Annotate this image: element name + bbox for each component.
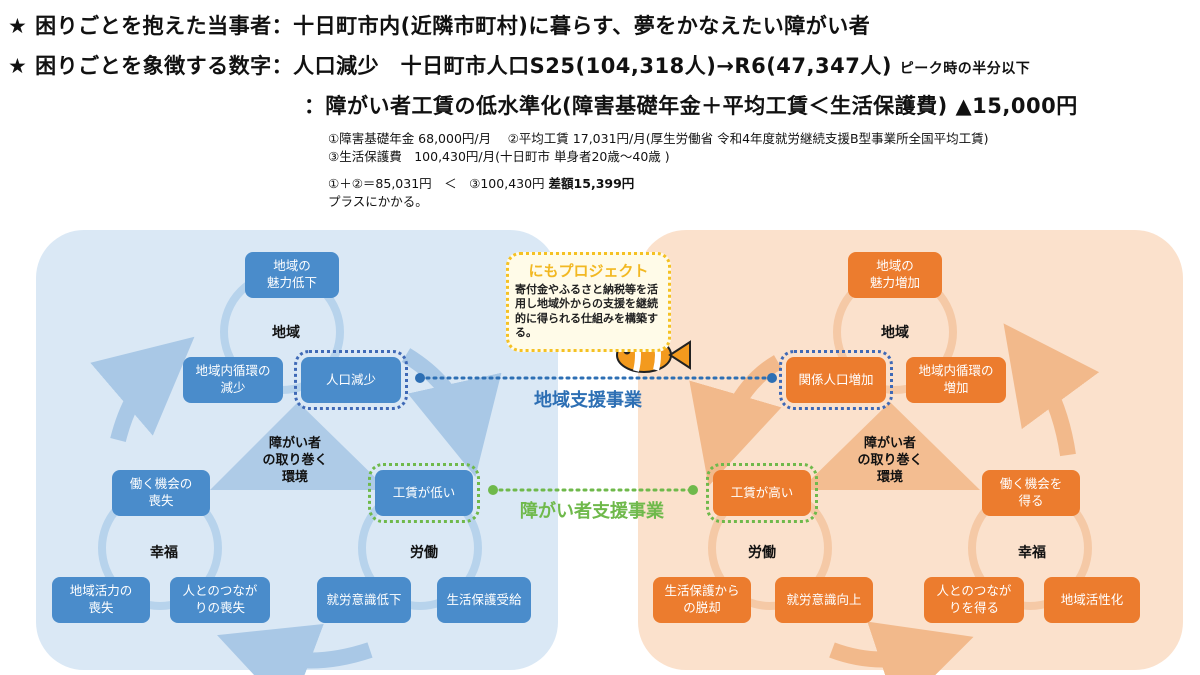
header-line-1: ★ 困りごとを抱えた当事者：十日町市内(近隣市町村)に暮らす、夢をかなえたい障が… <box>8 10 870 40</box>
note-2: ③生活保護費 100,430円/月(十日町市 単身者20歳～40歳 ) <box>328 149 670 164</box>
left-box-region-appeal-decline: 地域の 魅力低下 <box>245 252 339 298</box>
right-box-high-wage: 工賃が高い <box>706 463 818 523</box>
disability-support-label: 障がい者支援事業 <box>520 501 664 522</box>
right-box-region-revitalization: 地域活性化 <box>1044 577 1140 623</box>
right-arrow-down-left <box>689 355 783 487</box>
right-center-environment: 障がい者 の取り巻く 環境 <box>857 436 923 485</box>
right-label-happiness: 幸福 <box>1018 545 1046 561</box>
right-box-work-motivation-increase: 就労意識向上 <box>775 577 873 623</box>
right-arrow-up-right <box>1003 323 1100 457</box>
nimo-project-callout: にもプロジェクト 寄付金やふるさと納税等を活用し地域外からの支援を継続的に得られ… <box>506 252 671 352</box>
left-box-circulation-decrease: 地域内循環の 減少 <box>183 357 283 403</box>
region-support-dot-left <box>415 373 425 383</box>
right-box-work-opportunity-gain: 働く機会を 得る <box>982 470 1080 516</box>
left-box-population-decline: 人口減少 <box>294 350 408 410</box>
left-label-happiness: 幸福 <box>150 545 178 561</box>
header-line-1-text: 十日町市内(近隣市町村)に暮らす、夢をかなえたい障がい者 <box>293 14 871 38</box>
right-box-region-appeal-increase: 地域の 魅力増加 <box>848 252 942 298</box>
note-3-formula: ①＋②＝85,031円 ＜ ③100,430円 <box>328 176 545 191</box>
header-line-2-text: 人口減少 十日町市人口S25(104,318人)→R6(47,347人) <box>293 54 892 78</box>
left-label-region: 地域 <box>272 325 300 341</box>
nimo-title: にもプロジェクト <box>528 262 649 280</box>
note-1: ①障害基礎年金 68,000円/月 ②平均工賃 17,031円/月(厚生労働省 … <box>328 131 989 146</box>
left-arrow-bottom <box>217 623 373 675</box>
header-line-2-suffix: ピーク時の半分以下 <box>899 61 1031 77</box>
disability-support-dot-right <box>688 485 698 495</box>
left-triangle <box>210 402 388 490</box>
header-line-2: ★ 困りごとを象徴する数字：人口減少 十日町市人口S25(104,318人)→R… <box>8 50 1030 80</box>
left-arrow-up-left <box>90 336 195 443</box>
left-label-labor: 労働 <box>410 545 438 561</box>
right-triangle <box>800 402 980 490</box>
left-box-work-motivation-decline: 就労意識低下 <box>317 577 411 623</box>
header-line-2-label: ★ 困りごとを象徴する数字： <box>8 54 294 78</box>
right-box-connection-gain: 人とのつなが りを得る <box>924 577 1024 623</box>
right-box-related-population-increase: 関係人口増加 <box>779 350 893 410</box>
header-line-3: ：障がい者工賃の低水準化(障害基礎年金＋平均工賃＜生活保護費) ▲15,000円 <box>304 94 1078 118</box>
region-support-label: 地域支援事業 <box>534 390 642 411</box>
left-box-welfare-receipt: 生活保護受給 <box>437 577 531 623</box>
disability-support-dot-left <box>488 485 498 495</box>
left-box-low-wage: 工賃が低い <box>368 463 480 523</box>
right-label-region: 地域 <box>881 325 909 341</box>
right-box-welfare-exit: 生活保護から の脱却 <box>653 577 751 623</box>
region-support-dot-right <box>767 373 777 383</box>
left-center-environment: 障がい者 の取り巻く 環境 <box>262 436 328 485</box>
right-arrow-bottom <box>829 621 974 675</box>
header-line-1-label: ★ 困りごとを抱えた当事者： <box>8 14 294 38</box>
note-3: ①＋②＝85,031円 ＜ ③100,430円 差額15,399円 <box>328 173 634 192</box>
right-box-circulation-increase: 地域内循環の 増加 <box>906 357 1006 403</box>
left-box-vitality-loss: 地域活力の 喪失 <box>52 577 150 623</box>
note-3-diff: 差額15,399円 <box>548 176 635 191</box>
nimo-description: 寄付金やふるさと納税等を活用し地域外からの支援を継続的に得られる仕組みを構築する… <box>515 283 658 339</box>
left-box-work-opportunity-loss: 働く機会の 喪失 <box>112 470 210 516</box>
right-label-labor: 労働 <box>748 545 776 561</box>
left-box-connection-loss: 人とのつなが りの喪失 <box>170 577 270 623</box>
note-4: プラスにかかる。 <box>328 194 428 209</box>
left-arrow-down-right <box>401 348 502 477</box>
